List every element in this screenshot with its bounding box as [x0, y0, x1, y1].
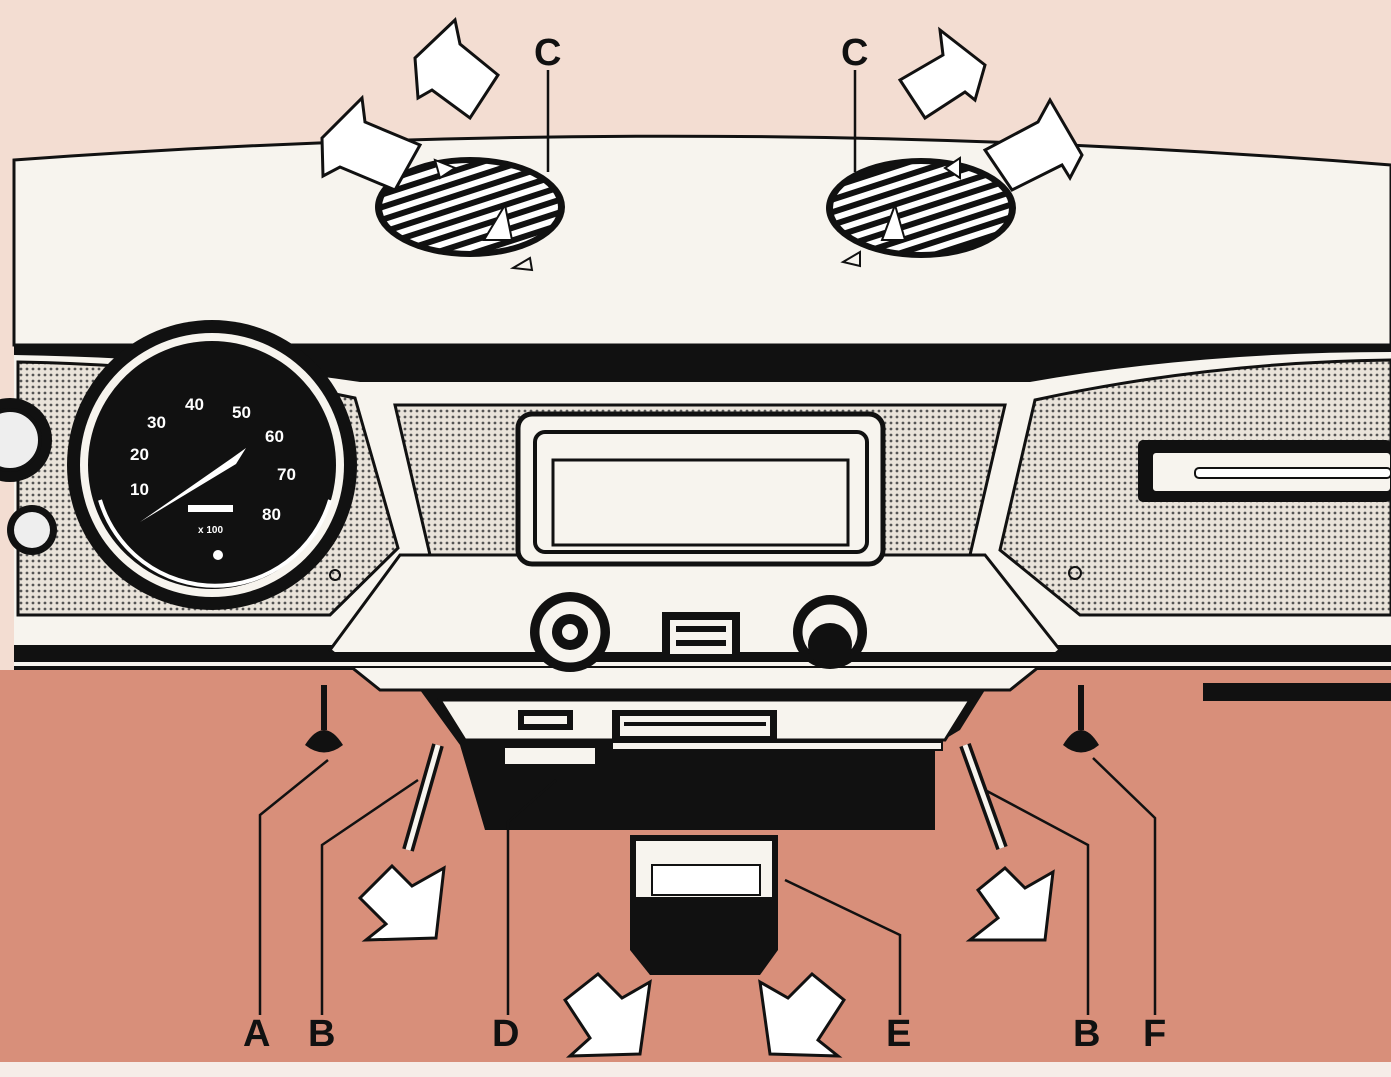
speed-tick-10: 10 [130, 480, 149, 499]
label-c-right: C [841, 32, 868, 74]
label-c-left: C [534, 32, 561, 74]
center-switch[interactable] [662, 612, 740, 662]
label-f: F [1143, 1013, 1166, 1055]
label-b-left: B [308, 1013, 335, 1055]
dash-lower-stripe [14, 662, 1391, 666]
label-e: E [886, 1013, 911, 1055]
odometer [188, 505, 233, 512]
speed-tick-40: 40 [185, 395, 204, 414]
glovebox [1138, 440, 1391, 502]
speed-tick-20: 20 [130, 445, 149, 464]
speed-tick-70: 70 [277, 465, 296, 484]
bottom-margin [0, 1062, 1391, 1077]
label-d: D [492, 1013, 519, 1055]
heater-box[interactable] [630, 835, 778, 975]
label-a: A [243, 1013, 270, 1055]
heater-knob[interactable] [530, 592, 610, 672]
speed-unit: x 100 [198, 525, 223, 536]
speed-tick-30: 30 [147, 413, 166, 432]
label-b-right: B [1073, 1013, 1100, 1055]
switch-icon [670, 620, 732, 654]
under-dash-console [420, 690, 985, 830]
speedometer: 10 20 30 40 50 60 70 80 x 100 [67, 320, 357, 610]
speed-tick-80: 80 [262, 505, 281, 524]
dash-top-surface [14, 136, 1391, 345]
radio-slot [518, 414, 883, 564]
fresh-air-lever[interactable] [505, 748, 595, 764]
right-bracket [1203, 683, 1391, 701]
speed-tick-60: 60 [265, 427, 284, 446]
speed-tick-50: 50 [232, 403, 251, 422]
right-knob[interactable] [793, 595, 867, 669]
